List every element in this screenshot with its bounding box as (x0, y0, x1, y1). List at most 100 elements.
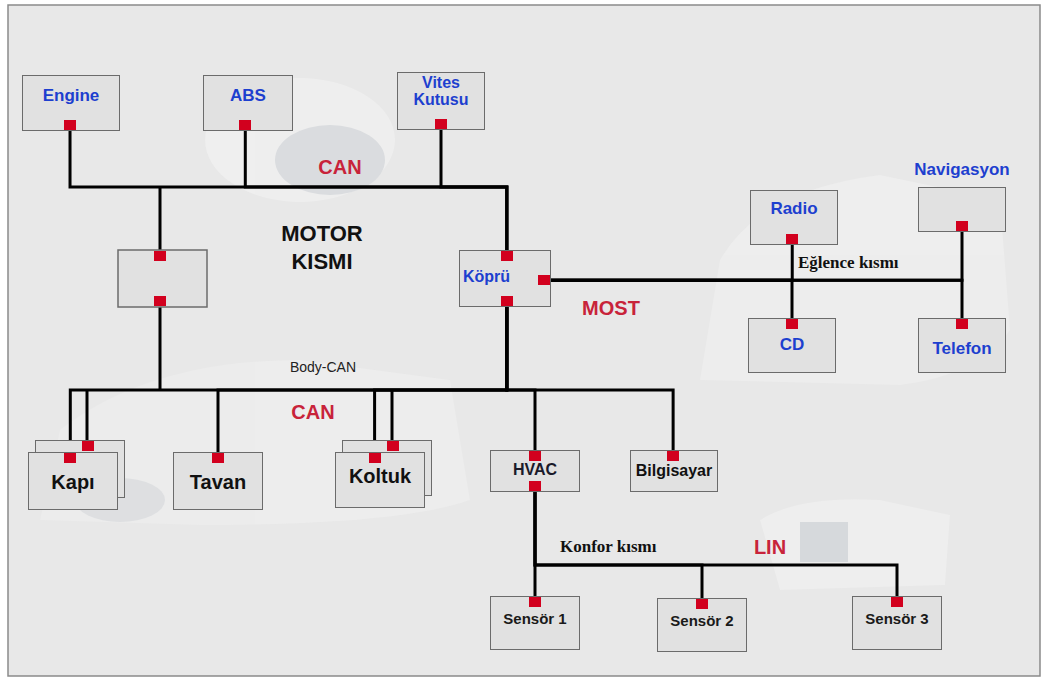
module-name: Telefon (932, 339, 991, 359)
port-square (435, 119, 447, 129)
bus-line (535, 492, 702, 598)
text-holder: Telefon (918, 339, 1006, 359)
module-box: HVAC (490, 450, 580, 492)
module-name: Sensör 2 (670, 612, 733, 630)
port-square (501, 251, 513, 261)
module-box: Vites Kutusu (397, 72, 485, 130)
port-square (667, 451, 679, 461)
module-box: Bilgisayar (630, 450, 718, 492)
bus-name: Body-CAN (290, 358, 356, 376)
port-square (529, 597, 541, 607)
module-box: ABS (203, 75, 293, 131)
port-square (64, 120, 76, 130)
module-name: Engine (43, 86, 100, 106)
bus-wire (159, 307, 162, 390)
port-square (538, 275, 550, 285)
text-holder: Koltuk (335, 464, 425, 488)
section-title: MOTOR KISMI (266, 220, 378, 276)
port-square (696, 599, 708, 609)
module-name: Vites Kutusu (400, 74, 482, 108)
module-box: Radio (750, 190, 838, 245)
module-name: Radio (770, 199, 817, 219)
port-square (956, 221, 968, 231)
module-box: Tavan (173, 452, 263, 510)
module-box: Sensör 2 (657, 598, 747, 652)
module-name: Tavan (190, 470, 246, 494)
port-square (501, 296, 513, 306)
port-square (529, 451, 541, 461)
text-holder: Bilgisayar (630, 461, 718, 480)
bus-name: MOST (582, 296, 640, 321)
bus-line (70, 307, 507, 452)
text-holder: Tavan (173, 470, 263, 494)
port-square (786, 234, 798, 244)
faded-illustration (40, 78, 1010, 590)
module-name: ABS (230, 86, 266, 106)
bus-line (551, 245, 792, 280)
port-square (154, 251, 166, 261)
bus-line (551, 280, 792, 318)
text-holder: Radio (750, 199, 838, 219)
label-text: Konfor kısmı (560, 537, 657, 556)
frame (8, 5, 1040, 676)
module-box: Koltuk (335, 452, 425, 508)
bus-name: LIN (754, 535, 786, 560)
module-box: Kapı (28, 452, 118, 510)
module-box: Sensör 3 (852, 596, 942, 650)
bus-line (507, 307, 673, 450)
bus-line (535, 492, 897, 596)
text-holder: Kapı (28, 470, 118, 494)
module-box: Sensör 1 (490, 596, 580, 650)
port-square (387, 441, 399, 451)
label-text: LIN (754, 536, 786, 558)
module-name: Sensör 1 (503, 610, 566, 628)
bus-line (375, 307, 507, 452)
bus-line (507, 307, 535, 450)
bus-name: CAN (291, 400, 334, 425)
label-text: MOST (582, 297, 640, 319)
section-title: Konfor kısmı (560, 536, 657, 557)
port-square (529, 481, 541, 491)
module-picture (760, 499, 950, 590)
module-name: Koltuk (349, 464, 411, 488)
section-title: Eğlence kısmı (798, 252, 899, 273)
text-holder: HVAC (490, 460, 580, 479)
text-holder: Sensör 3 (852, 610, 942, 628)
port-square (956, 319, 968, 329)
module-name: Kapı (51, 470, 94, 494)
port-square (64, 453, 76, 463)
module-picture (800, 522, 848, 562)
bus-name: CAN (318, 155, 361, 180)
module-name: Sensör 3 (865, 610, 928, 628)
label-text: CAN (291, 401, 334, 423)
label-text: Eğlence kısmı (798, 253, 899, 272)
bus-wire (391, 390, 394, 440)
text-holder: Sensör 1 (490, 610, 580, 628)
port-square (369, 453, 381, 463)
text-holder: CD (748, 335, 836, 355)
bus-line (441, 130, 507, 250)
text-holder: Vites Kutusu (397, 74, 485, 108)
text-holder: Engine (22, 86, 120, 106)
bus-line (551, 280, 962, 318)
module-name: CD (780, 335, 805, 355)
gateway-box (118, 250, 207, 307)
label-text: CAN (318, 156, 361, 178)
module-name: Navigasyon (914, 160, 1009, 180)
engine-picture (205, 78, 395, 202)
module-name: Köprü (463, 267, 510, 286)
module-box: Engine (22, 75, 120, 131)
bus-wire (86, 390, 89, 440)
module-box: Köprü (459, 250, 551, 307)
text-holder: ABS (203, 86, 293, 106)
port-square (212, 453, 224, 463)
module-box: Telefon (918, 318, 1006, 373)
port-square (154, 296, 166, 306)
module-box: CD (748, 318, 836, 373)
engine-picture (275, 125, 385, 195)
port-square (786, 319, 798, 329)
